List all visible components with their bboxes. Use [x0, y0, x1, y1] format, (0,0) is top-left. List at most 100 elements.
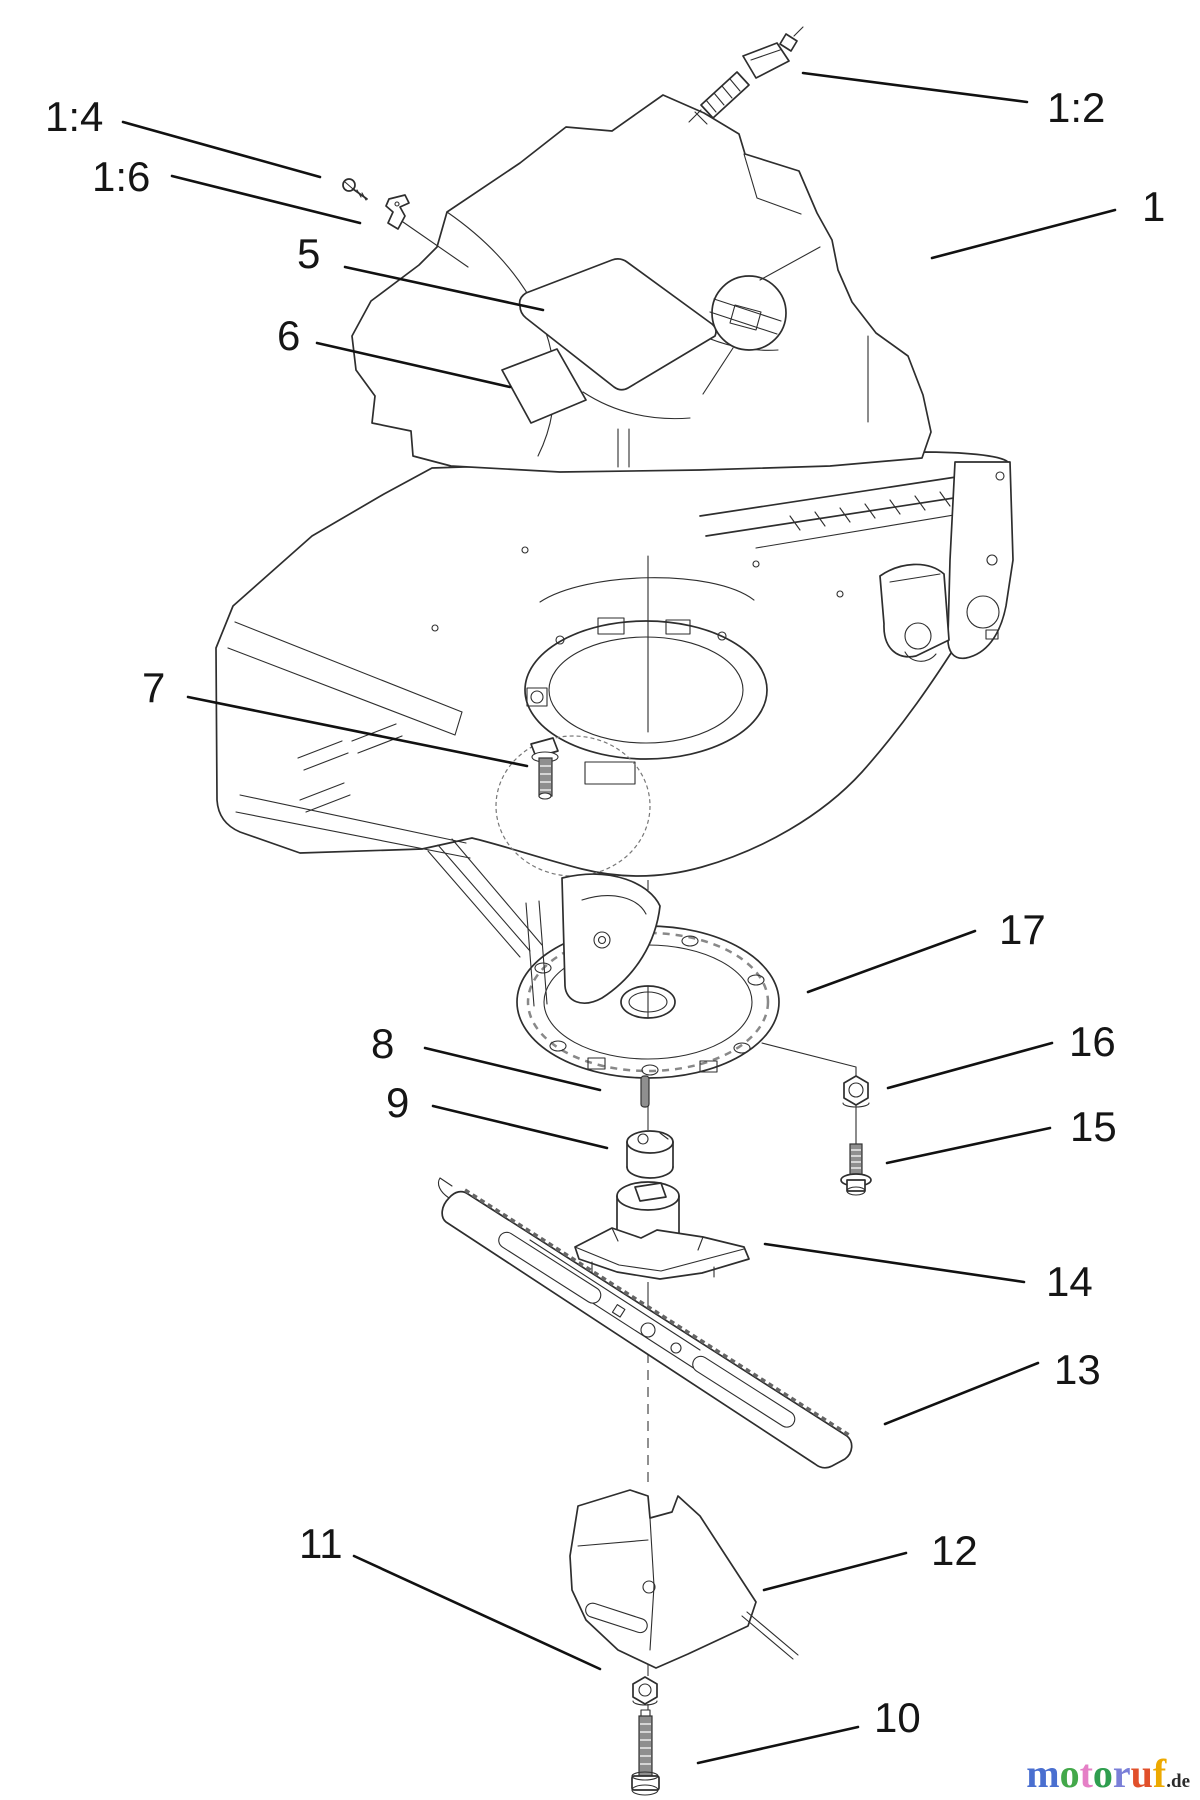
deck-rivet: [752, 560, 760, 568]
engine-assembly: [342, 26, 932, 473]
leader-17: [806, 929, 977, 994]
deck-rivet: [836, 590, 844, 598]
screw-15-thread: [849, 1143, 863, 1177]
leader-1-6: [170, 174, 362, 225]
shield-hole: [642, 1580, 656, 1594]
screw-15: [840, 1143, 872, 1196]
callout-label-5: 5: [297, 230, 320, 277]
ring-boss-hole: [530, 690, 544, 704]
callout-label-16: 16: [1069, 1018, 1116, 1065]
blade-center-hole: [640, 1322, 656, 1338]
shoulder-step: [743, 153, 802, 215]
callout-label-9: 9: [386, 1079, 409, 1126]
motoruf-watermark: motoruf.de: [1026, 1754, 1190, 1794]
plate-hole: [747, 974, 765, 986]
blade-slot: [498, 1231, 602, 1304]
plate-hole: [641, 1064, 659, 1076]
callout-label-1-6: 1:6: [92, 153, 150, 200]
screw-15-head: [846, 1179, 866, 1192]
callout-label-10: 10: [874, 1694, 921, 1741]
leader-6: [315, 341, 512, 389]
callout-label-11: 11: [299, 1520, 343, 1567]
callout-label-1-2: 1:2: [1047, 84, 1105, 131]
rear-bracket-plate: [947, 461, 1014, 660]
watermark-letter: o: [1059, 1751, 1080, 1796]
plate-tab: [699, 1060, 718, 1073]
leader-11: [352, 1554, 602, 1671]
blade-slot: [692, 1355, 796, 1428]
shield-12: [569, 1489, 799, 1669]
leader-1: [930, 208, 1117, 260]
blade-cutting-edge: [464, 1188, 850, 1437]
watermark-letter: m: [1026, 1751, 1060, 1796]
mount-tab: [665, 619, 691, 635]
leader-1-4: [121, 120, 322, 179]
watermark-letter: f: [1152, 1751, 1167, 1796]
watermark-letter: o: [1092, 1751, 1113, 1796]
shield-outline: [569, 1489, 757, 1669]
leader-9: [431, 1104, 609, 1150]
plate-hole: [681, 935, 699, 947]
clip-1-6: [385, 194, 469, 268]
leader-12: [762, 1551, 908, 1592]
chute-hatch-lines: [297, 723, 403, 813]
leader-13: [883, 1361, 1040, 1426]
callout-label-12: 12: [931, 1527, 978, 1574]
shield-slot: [585, 1602, 648, 1634]
pin-8: [640, 1075, 650, 1108]
mower-deck-housing: [215, 451, 1014, 877]
spacer-9: [626, 1130, 674, 1179]
decal-6: [501, 348, 587, 424]
watermark-letter: t: [1079, 1751, 1093, 1796]
plate-hole: [549, 1040, 567, 1052]
deck-bolt-mark: [717, 631, 727, 641]
blade-13: [437, 1177, 853, 1469]
plate-hole: [733, 1042, 751, 1054]
leader-7: [186, 695, 529, 768]
engine-mount-ring-inner: [548, 636, 744, 744]
callout-label-17: 17: [999, 906, 1046, 953]
chute-lip-line: [235, 811, 471, 859]
blade-square-hole: [611, 1304, 626, 1318]
callout-label-15: 15: [1070, 1103, 1117, 1150]
chute-channel-line: [227, 647, 463, 736]
callout-label-8: 8: [371, 1020, 394, 1067]
watermark-letter: u: [1130, 1751, 1153, 1796]
nut-16: [842, 1075, 870, 1108]
leader-8: [423, 1046, 602, 1092]
callout-labels: 1:4 1:6 5 6 1:2 1 7 17 8 9 16 15 14 13 1…: [45, 84, 1165, 1741]
leader-5: [343, 265, 545, 312]
flange-plate-17: [427, 838, 857, 1145]
callout-label-7: 7: [142, 664, 165, 711]
leader-15: [885, 1126, 1052, 1165]
fuel-line: [617, 428, 630, 468]
mount-tab: [597, 617, 625, 635]
deck-vent: [584, 761, 636, 785]
adapter-keyway: [634, 1182, 667, 1202]
screw-1-4: [342, 178, 368, 201]
leader-14: [763, 1242, 1026, 1284]
callout-label-14: 14: [1046, 1258, 1093, 1305]
callout-label-6: 6: [277, 312, 300, 359]
plate-rim-bead: [526, 931, 770, 1073]
blade-adapter-14: [574, 1181, 750, 1280]
callout-label-1-4: 1:4: [45, 93, 103, 140]
spark-plug: [688, 26, 804, 125]
engine-mount-ring-outer: [524, 620, 768, 760]
blower-housing-curve: [446, 211, 555, 457]
bolt-10: [631, 1709, 660, 1796]
plate-hole: [534, 962, 552, 974]
watermark-letter: r: [1112, 1751, 1131, 1796]
chute-channel-line: [234, 621, 463, 713]
deck-rivet: [521, 546, 529, 554]
discharge-deflector: [427, 838, 661, 1007]
bolt-7-tip: [538, 792, 552, 800]
callout-label-13: 13: [1054, 1346, 1101, 1393]
deck-bolt-mark: [555, 635, 565, 645]
leader-1-2: [801, 71, 1029, 104]
plate-tab: [587, 1057, 606, 1070]
chute-lip-line: [239, 794, 467, 844]
shroud-curve: [582, 391, 691, 420]
